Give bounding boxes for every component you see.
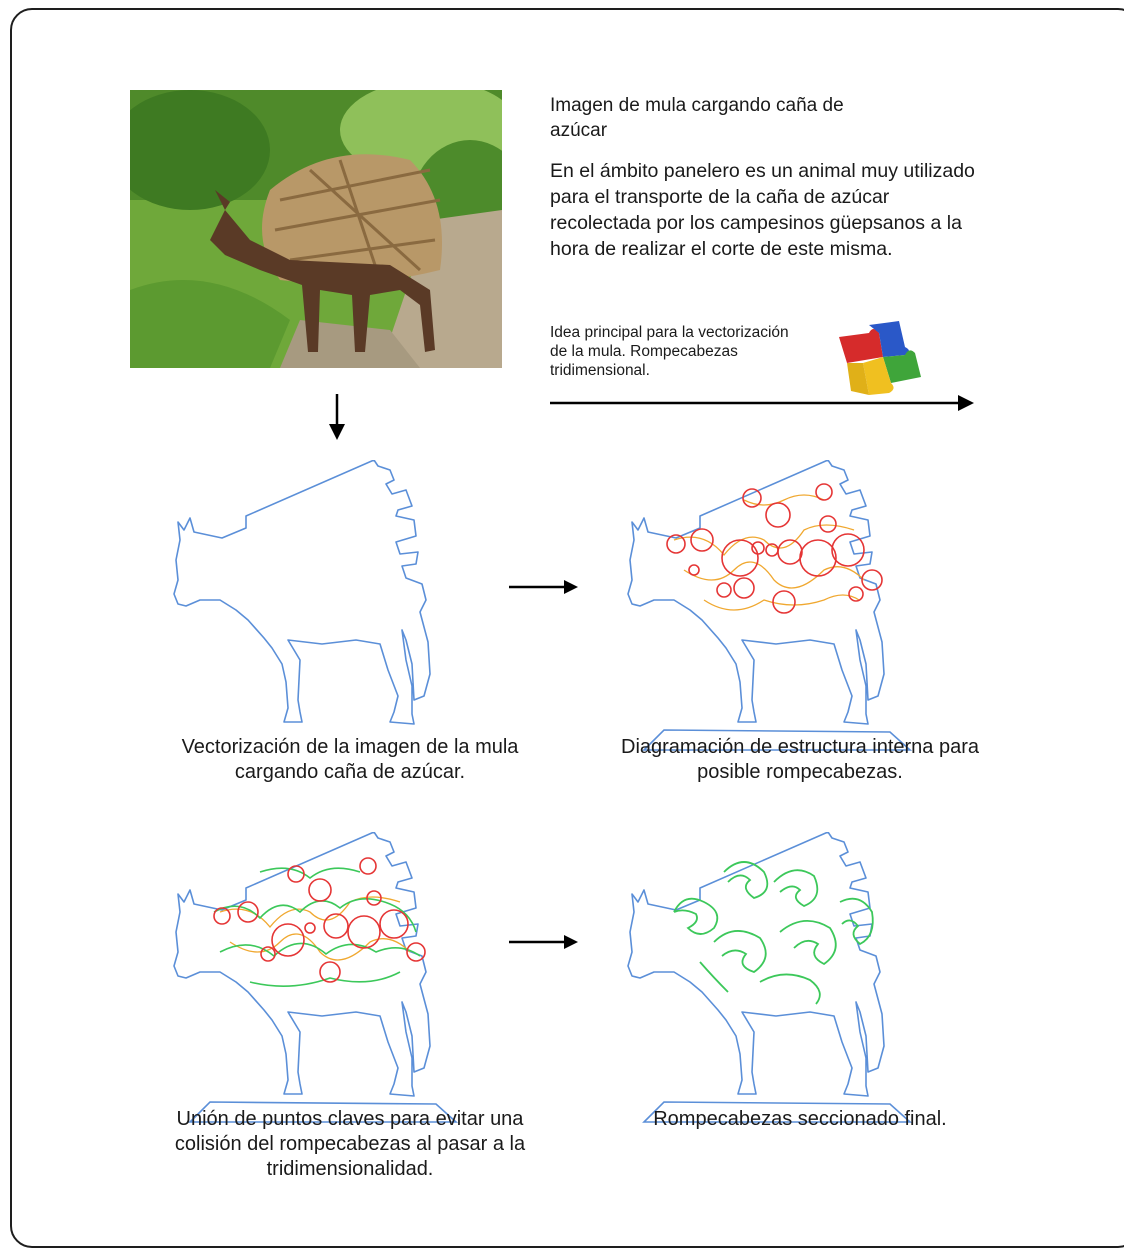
mule-photo bbox=[130, 90, 502, 368]
mule-structure-diagram bbox=[627, 460, 911, 751]
puzzle-pieces-image bbox=[817, 307, 941, 402]
mule-outline-diagram bbox=[173, 460, 431, 725]
caption-union: Unión de puntos claves para evitar una c… bbox=[174, 1108, 526, 1180]
mule-final-puzzle-diagram bbox=[627, 832, 911, 1123]
caption-vectorization: Vectorización de la imagen de la mula ca… bbox=[181, 736, 519, 783]
caption-final: Rompecabezas seccionado final. bbox=[653, 1108, 947, 1130]
right-arrow-top bbox=[509, 580, 578, 594]
down-arrow bbox=[329, 394, 345, 440]
photo-title: Imagen de mula cargando caña de azúcar bbox=[550, 95, 844, 141]
mule-union-diagram bbox=[173, 832, 457, 1123]
long-right-arrow bbox=[550, 395, 974, 411]
photo-description: En el ámbito panelero es un animal muy u… bbox=[550, 160, 975, 260]
caption-structure: Diagramación de estructura interna para … bbox=[621, 736, 979, 783]
idea-text: Idea principal para la vectorización de … bbox=[550, 324, 789, 379]
right-arrow-bottom bbox=[509, 935, 578, 949]
